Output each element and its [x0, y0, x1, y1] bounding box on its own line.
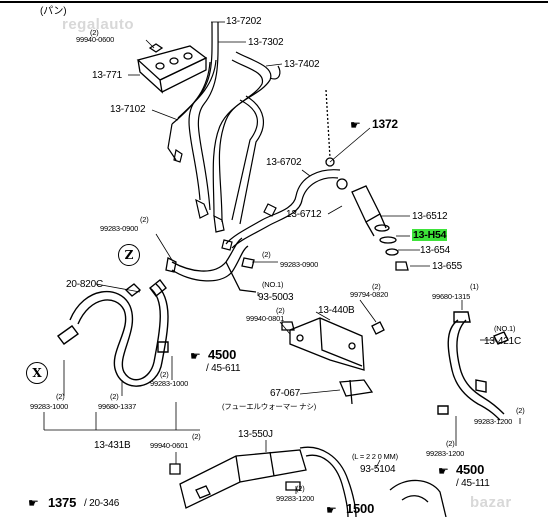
pipe-13-6702 — [221, 169, 341, 251]
hose-99680-1315 — [437, 311, 509, 421]
bracket-13-440B — [281, 317, 385, 371]
qty-label-no1: (NO.1) — [262, 280, 284, 289]
part-label-99283-1000-a: 99283-1000 — [30, 402, 69, 411]
part-label-99940-0600: 99940-0600 — [76, 35, 115, 44]
part-label-99283-1200-c: 99283-1200 — [276, 494, 315, 503]
part-label-99283-0900-b: 99283-0900 — [280, 260, 319, 269]
qty-label-no1: (NO.1) — [494, 324, 516, 333]
part-label-13-6512: 13-6512 — [412, 211, 448, 222]
part-label-99283-1200-a: 99283-1200 — [474, 417, 513, 426]
part-label-13-7402: 13-7402 — [284, 59, 320, 70]
hose-99680-1337 — [57, 279, 169, 387]
part-label-99794-0820: 99794-0820 — [350, 290, 389, 299]
hand-pointer-icon: ☛ — [438, 464, 449, 478]
fuel-filter-assembly — [169, 446, 447, 517]
part-label-13-440B: 13-440B — [318, 305, 355, 316]
part-label-13-655: 13-655 — [432, 261, 462, 272]
part-label-13-771: 13-771 — [92, 70, 122, 81]
note-fuel-warmer-none: (フューエルウォーマー ナシ) — [222, 402, 317, 411]
hand-pointer-icon: ☛ — [190, 349, 201, 363]
ref-sub-label-45-111: / 45-111 — [456, 478, 490, 489]
part-label-99680-1315: 99680-1315 — [432, 292, 471, 301]
qty-label: (2) — [372, 282, 381, 291]
part-label-13-7202: 13-7202 — [226, 16, 262, 27]
ref-sub-label-45-611: / 45-611 — [206, 363, 241, 374]
qty-label: (2) — [110, 392, 119, 401]
part-label-13-431B: 13-431B — [94, 440, 131, 451]
note-length-220mm: (L = 2 2 0 MM) — [352, 452, 398, 461]
ref-label-4500: 4500 — [208, 347, 237, 362]
injector-13-6512 — [325, 89, 409, 271]
injection-pipes — [167, 21, 281, 233]
part-label-93-5003: 93-5003 — [258, 292, 294, 303]
qty-label: (2) — [516, 406, 525, 415]
header-note: (パン) — [40, 6, 67, 17]
part-label-13-421C: 13-421C — [484, 336, 521, 347]
qty-label: (2) — [90, 28, 99, 37]
part-label-13-654: 13-654 — [420, 245, 450, 256]
highlighted-part-number: 13-H54 — [412, 229, 448, 241]
part-label-99283-0900-a: 99283-0900 — [100, 224, 139, 233]
part-label-13-6712: 13-6712 — [286, 209, 322, 220]
hose-93-5003 — [165, 237, 257, 293]
ref-label-1500: 1500 — [346, 501, 375, 516]
clamp-block-13-771 — [136, 43, 208, 94]
watermark-top: regalauto — [62, 16, 135, 33]
qty-label: (2) — [262, 250, 271, 259]
part-label-99283-1000-b: 99283-1000 — [150, 379, 189, 388]
part-label-93-5104: 93-5104 — [360, 464, 396, 475]
part-label-13-H54: 13-H54 — [412, 229, 448, 241]
part-label-13-7102: 13-7102 — [110, 104, 146, 115]
qty-label: (2) — [192, 432, 201, 441]
qty-label: (1) — [470, 282, 479, 291]
leader-lines — [43, 21, 521, 494]
ref-sub-label-20-346: / 20-346 — [84, 498, 120, 509]
qty-label: (2) — [140, 215, 149, 224]
part-label-20-820C: 20-820C — [66, 279, 103, 290]
hand-pointer-icon: ☛ — [28, 496, 39, 510]
qty-label: (2) — [56, 392, 65, 401]
part-label-13-550J: 13-550J — [238, 429, 273, 440]
part-label-13-7302: 13-7302 — [248, 37, 284, 48]
ref-label-1372: 1372 — [372, 117, 398, 131]
hand-pointer-icon: ☛ — [350, 118, 361, 132]
part-label-99940-0801: 99940-0801 — [246, 314, 285, 323]
ref-label-1375: 1375 — [48, 495, 77, 510]
part-label-99680-1337: 99680-1337 — [98, 402, 137, 411]
part-label-13-6702: 13-6702 — [266, 157, 302, 168]
hand-pointer-icon: ☛ — [326, 503, 337, 517]
part-label-67-067: 67-067 — [270, 388, 300, 399]
ref-label-4500-b: 4500 — [456, 462, 485, 477]
qty-label: (2) — [446, 439, 455, 448]
watermark-bottom: bazar — [470, 494, 512, 511]
part-label-99940-0601: 99940-0601 — [150, 441, 189, 450]
qty-label: (2) — [276, 306, 285, 315]
marker-z: Z — [118, 244, 140, 266]
part-label-99283-1200-b: 99283-1200 — [426, 449, 465, 458]
qty-label: (2) — [160, 370, 169, 379]
qty-label: (2) — [296, 484, 305, 493]
fuel-warmer-67-067 — [339, 379, 374, 405]
marker-x: X — [26, 362, 48, 384]
